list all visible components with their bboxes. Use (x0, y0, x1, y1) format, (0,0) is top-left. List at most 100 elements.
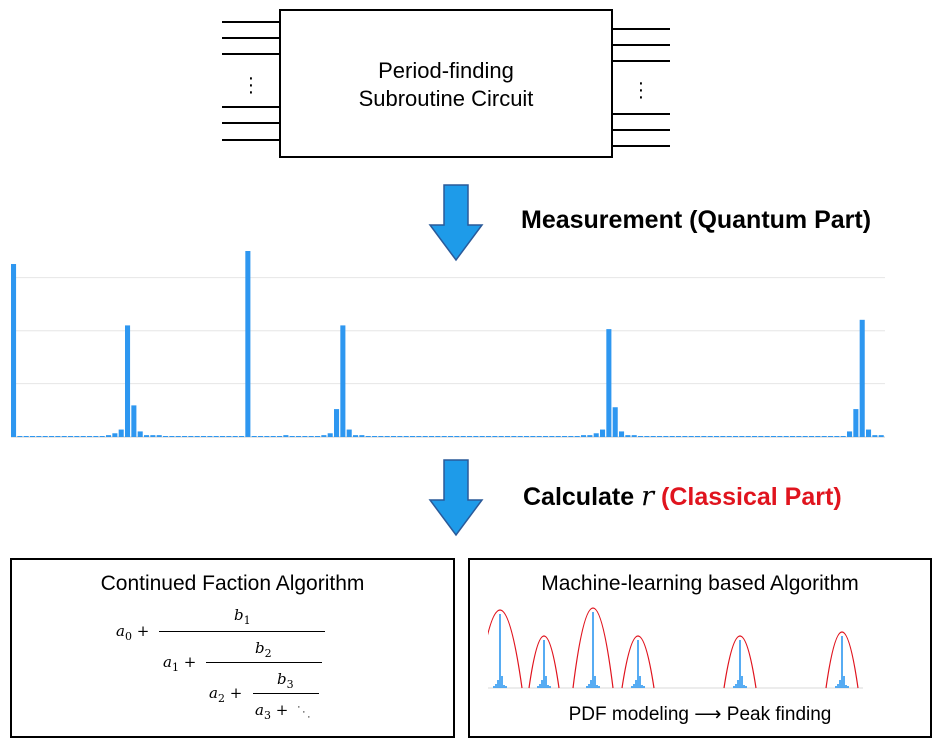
input-wire (222, 122, 280, 124)
histogram-bar (353, 435, 359, 437)
histogram-bar (745, 436, 751, 437)
term-a2: a2 + (209, 684, 243, 705)
input-wire (222, 21, 280, 23)
histogram-bar (821, 436, 827, 437)
histogram-bar (486, 436, 492, 437)
ml-algorithm-box (468, 558, 932, 738)
histogram-bar (878, 435, 884, 437)
histogram-bar (840, 436, 846, 437)
histogram-bar (733, 436, 739, 437)
histogram-bar (555, 436, 561, 437)
circuit-title-line2: Subroutine Circuit (358, 86, 534, 111)
histogram-bar (429, 436, 435, 437)
mini-histogram-bar (733, 686, 735, 688)
histogram-bar (752, 436, 758, 437)
mini-histogram-bar (735, 684, 737, 688)
mini-histogram-bar (641, 685, 643, 688)
pdf-envelope-curve (488, 609, 523, 689)
mini-histogram-bar (588, 684, 590, 688)
histogram-bar (448, 436, 454, 437)
histogram-bar (600, 429, 606, 437)
histogram-bar (188, 436, 194, 437)
pdf-envelope-curve (825, 631, 859, 689)
histogram-bar (346, 429, 352, 437)
input-wire (222, 53, 280, 55)
input-wire (222, 106, 280, 108)
pdf-envelope-curve (528, 635, 560, 689)
histogram-bar (144, 435, 150, 437)
mini-histogram-bar (547, 685, 549, 688)
fraction-bar (159, 631, 325, 633)
mini-histogram-bar (592, 612, 594, 688)
histogram-bar (68, 436, 74, 437)
output-wire (612, 129, 670, 131)
histogram-bar (562, 436, 568, 437)
mini-histogram-bar (639, 676, 641, 688)
mini-histogram-bar (847, 686, 849, 688)
measurement-label: Measurement (Quantum Part) (521, 206, 872, 234)
pdf-envelope-curve (621, 635, 655, 689)
histogram-bar (726, 436, 732, 437)
histogram-bar (593, 433, 599, 437)
mini-histogram-bar (841, 636, 843, 688)
histogram-bar (771, 436, 777, 437)
mini-histogram-bar (596, 685, 598, 688)
histogram-bar (587, 435, 593, 437)
histogram-bar (473, 436, 479, 437)
histogram-bar (365, 436, 371, 437)
output-wire (612, 28, 670, 30)
histogram-bar (106, 435, 112, 437)
histogram-bar (783, 436, 789, 437)
histogram-bar (505, 436, 511, 437)
histogram-bar (441, 436, 447, 437)
mini-histogram-bar (633, 684, 635, 688)
calculate-variable: r (641, 481, 655, 512)
histogram-bar (321, 435, 327, 437)
histogram-bar (163, 436, 169, 437)
histogram-bar (479, 436, 485, 437)
histogram-bar (264, 436, 270, 437)
histogram-bar (422, 436, 428, 437)
histogram-bar (790, 436, 796, 437)
histogram-bar (581, 435, 587, 437)
mini-histogram-bar (741, 676, 743, 688)
histogram-bar (511, 436, 517, 437)
calculate-prefix: Calculate (523, 483, 635, 511)
circuit-title-line1: Period-finding (378, 58, 514, 83)
histogram-bar (574, 436, 580, 437)
histogram-bar (150, 435, 156, 437)
mini-histogram-bar (845, 685, 847, 688)
ml-algorithm-title: Machine-learning based Algorithm (541, 572, 859, 595)
mini-histogram-bar (643, 686, 645, 688)
histogram-bar (416, 436, 422, 437)
histogram-bar (207, 436, 213, 437)
histogram-bar (758, 436, 764, 437)
input-wire (222, 37, 280, 39)
histogram-bar (99, 436, 105, 437)
mini-histogram-bar (543, 640, 545, 688)
histogram-bar (650, 436, 656, 437)
mini-histogram-bar (541, 680, 543, 688)
histogram-bar (36, 436, 42, 437)
histogram-bar (568, 436, 574, 437)
histogram-bar (403, 436, 409, 437)
histogram-bar (828, 436, 834, 437)
mini-histogram-bar (594, 676, 596, 688)
mini-histogram-bar (739, 640, 741, 688)
input-wires-ellipsis: ··· (247, 67, 255, 103)
histogram-bar (802, 436, 808, 437)
histogram-bar (606, 329, 612, 437)
histogram-bar (834, 436, 840, 437)
histogram-bar (315, 436, 321, 437)
histogram-bar (87, 436, 93, 437)
histogram-bar (118, 429, 124, 437)
histogram-bar (201, 436, 207, 437)
histogram-bar (74, 436, 80, 437)
histogram-bar (739, 436, 745, 437)
histogram-bar (796, 436, 802, 437)
histogram-bar (612, 407, 618, 437)
histogram-bar (296, 436, 302, 437)
measurement-histogram (11, 251, 885, 438)
histogram-bar (239, 436, 245, 437)
